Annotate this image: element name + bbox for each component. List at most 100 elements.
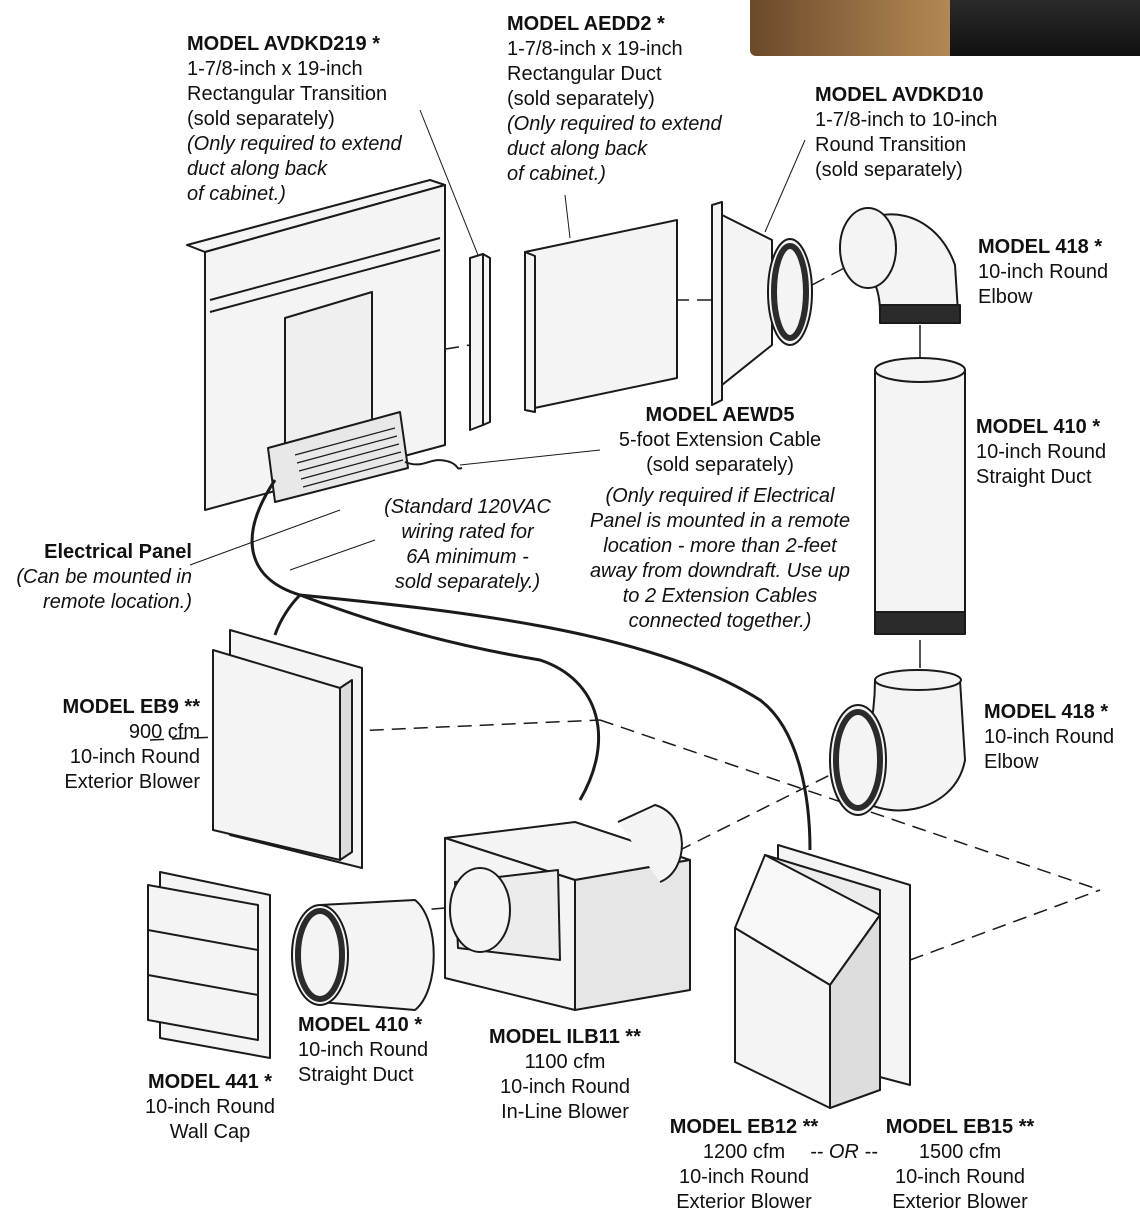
label-aedd2-line: Rectangular Duct: [507, 63, 662, 85]
label-410-right-line: 10-inch Round: [976, 441, 1107, 463]
elbow-418-top-part: [839, 207, 961, 324]
label-441: MODEL 441 * 10-inch Round Wall Cap: [130, 1070, 290, 1145]
label-418-bottom-line: Elbow: [984, 751, 1039, 773]
label-avdkd219-title: MODEL AVDKD219 *: [187, 33, 381, 55]
or-separator: -- OR --: [810, 1140, 878, 1165]
exterior-blower-eb9-part: [212, 629, 363, 869]
label-eb9: MODEL EB9 ** 900 cfm 10-inch Round Exter…: [30, 695, 200, 795]
label-eb9-line: Exterior Blower: [64, 771, 200, 793]
label-410-bottom-line: Straight Duct: [298, 1064, 414, 1086]
elbow-418-bottom-part: [829, 669, 966, 816]
label-aewd5-line: (sold separately): [646, 454, 794, 476]
label-410-bottom-line: 10-inch Round: [298, 1039, 429, 1061]
label-wiring-note: 6A minimum -: [406, 546, 529, 568]
straight-duct-410-bottom-part: [291, 899, 435, 1011]
label-418-bottom-line: 10-inch Round: [984, 726, 1115, 748]
label-eb9-line: 10-inch Round: [69, 746, 200, 768]
label-aewd5-note: Panel is mounted in a remote: [589, 510, 851, 532]
label-wiring-note: wiring rated for: [401, 521, 534, 543]
label-410-bottom: MODEL 410 * 10-inch Round Straight Duct: [298, 1013, 428, 1088]
straight-duct-410-right-part: [874, 357, 966, 635]
label-avdkd219-note: of cabinet.): [187, 183, 286, 205]
label-418-top-line: Elbow: [978, 286, 1033, 308]
label-wiring-note: sold separately.): [394, 571, 541, 593]
label-aewd5-line: 5-foot Extension Cable: [618, 429, 822, 451]
label-eb9-title: MODEL EB9 **: [62, 696, 200, 718]
label-aewd5: MODEL AEWD5 5-foot Extension Cable (sold…: [575, 403, 865, 634]
label-418-top: MODEL 418 * 10-inch Round Elbow: [978, 235, 1108, 310]
round-transition-part: [711, 201, 813, 406]
label-avdkd219: MODEL AVDKD219 * 1-7/8-inch x 19-inch Re…: [187, 32, 402, 207]
label-ilb11-line: 10-inch Round: [499, 1076, 631, 1098]
label-aedd2-line: (sold separately): [507, 88, 655, 110]
label-410-right: MODEL 410 * 10-inch Round Straight Duct: [976, 415, 1106, 490]
label-panel-note: (Can be mounted in: [16, 566, 192, 588]
label-418-top-title: MODEL 418 *: [978, 236, 1103, 258]
label-avdkd10-line: Round Transition: [815, 134, 967, 156]
label-aewd5-note: location - more than 2-feet: [603, 535, 837, 557]
label-aewd5-note: to 2 Extension Cables: [622, 585, 818, 607]
or-separator-text: -- OR --: [810, 1141, 878, 1163]
label-441-title: MODEL 441 *: [147, 1071, 273, 1093]
label-avdkd10-line: (sold separately): [815, 159, 963, 181]
label-avdkd10-title: MODEL AVDKD10: [815, 84, 984, 106]
label-eb15-line: 10-inch Round: [894, 1166, 1026, 1188]
label-eb15: MODEL EB15 ** 1500 cfm 10-inch Round Ext…: [868, 1115, 1052, 1215]
label-ilb11-line: 1100 cfm: [524, 1051, 606, 1073]
label-ilb11-title: MODEL ILB11 **: [489, 1026, 641, 1048]
label-410-right-line: Straight Duct: [976, 466, 1092, 488]
label-eb12-line: 1200 cfm: [702, 1141, 786, 1163]
label-aewd5-note: connected together.): [628, 610, 812, 632]
label-aewd5-note: (Only required if Electrical: [605, 485, 835, 507]
wall-cap-441-part: [147, 871, 271, 1059]
label-441-line: Wall Cap: [169, 1121, 251, 1143]
label-avdkd219-line: Rectangular Transition: [187, 83, 388, 105]
label-aedd2-note: (Only required to extend: [507, 113, 722, 135]
label-eb15-title: MODEL EB15 **: [885, 1116, 1035, 1138]
label-wiring-note: (Standard 120VAC: [384, 496, 551, 518]
label-eb15-line: Exterior Blower: [892, 1191, 1028, 1213]
label-aewd5-title: MODEL AEWD5: [645, 404, 795, 426]
label-ilb11-line: In-Line Blower: [501, 1101, 629, 1123]
label-418-bottom: MODEL 418 * 10-inch Round Elbow: [984, 700, 1114, 775]
label-avdkd219-line: (sold separately): [187, 108, 335, 130]
electrical-cables: [250, 479, 812, 851]
label-418-bottom-title: MODEL 418 *: [984, 701, 1109, 723]
label-avdkd10: MODEL AVDKD10 1-7/8-inch to 10-inch Roun…: [815, 83, 997, 183]
label-eb12: MODEL EB12 ** 1200 cfm 10-inch Round Ext…: [652, 1115, 836, 1215]
label-avdkd219-note: duct along back: [187, 158, 328, 180]
label-410-right-title: MODEL 410 *: [976, 416, 1101, 438]
label-avdkd219-note: (Only required to extend: [187, 133, 402, 155]
label-aedd2-title: MODEL AEDD2 *: [507, 13, 665, 35]
label-aewd5-note: away from downdraft. Use up: [589, 560, 851, 582]
label-410-bottom-title: MODEL 410 *: [298, 1014, 423, 1036]
label-avdkd10-line: 1-7/8-inch to 10-inch: [815, 109, 998, 131]
label-eb12-line: Exterior Blower: [676, 1191, 812, 1213]
label-electrical-panel: Electrical Panel (Can be mounted in remo…: [0, 540, 192, 615]
rectangular-duct-part: [524, 219, 678, 413]
label-panel-note: remote location.): [43, 591, 192, 613]
rectangular-transition-part: [469, 253, 491, 431]
inline-blower-ilb11-part: [444, 804, 691, 1011]
label-441-line: 10-inch Round: [144, 1096, 276, 1118]
kitchen-photo-dark-corner: [950, 0, 1140, 56]
leader-lines: [189, 109, 806, 571]
label-aedd2-note: of cabinet.): [507, 163, 606, 185]
exterior-blower-eb12-eb15-part: [734, 844, 911, 1109]
label-eb12-title: MODEL EB12 **: [669, 1116, 819, 1138]
label-eb9-line: 900 cfm: [128, 721, 200, 743]
label-ilb11: MODEL ILB11 ** 1100 cfm 10-inch Round In…: [470, 1025, 660, 1125]
label-418-top-line: 10-inch Round: [978, 261, 1109, 283]
label-aedd2-note: duct along back: [507, 138, 648, 160]
path-eb12: [909, 889, 1101, 961]
label-eb12-line: 10-inch Round: [678, 1166, 810, 1188]
label-eb15-line: 1500 cfm: [918, 1141, 1002, 1163]
label-aedd2: MODEL AEDD2 * 1-7/8-inch x 19-inch Recta…: [507, 12, 722, 187]
label-panel-title: Electrical Panel: [44, 541, 192, 563]
downdraft-unit: [186, 179, 463, 511]
label-aedd2-line: 1-7/8-inch x 19-inch: [507, 38, 683, 60]
label-avdkd219-line: 1-7/8-inch x 19-inch: [187, 58, 363, 80]
label-wiring: (Standard 120VAC wiring rated for 6A min…: [375, 495, 560, 595]
